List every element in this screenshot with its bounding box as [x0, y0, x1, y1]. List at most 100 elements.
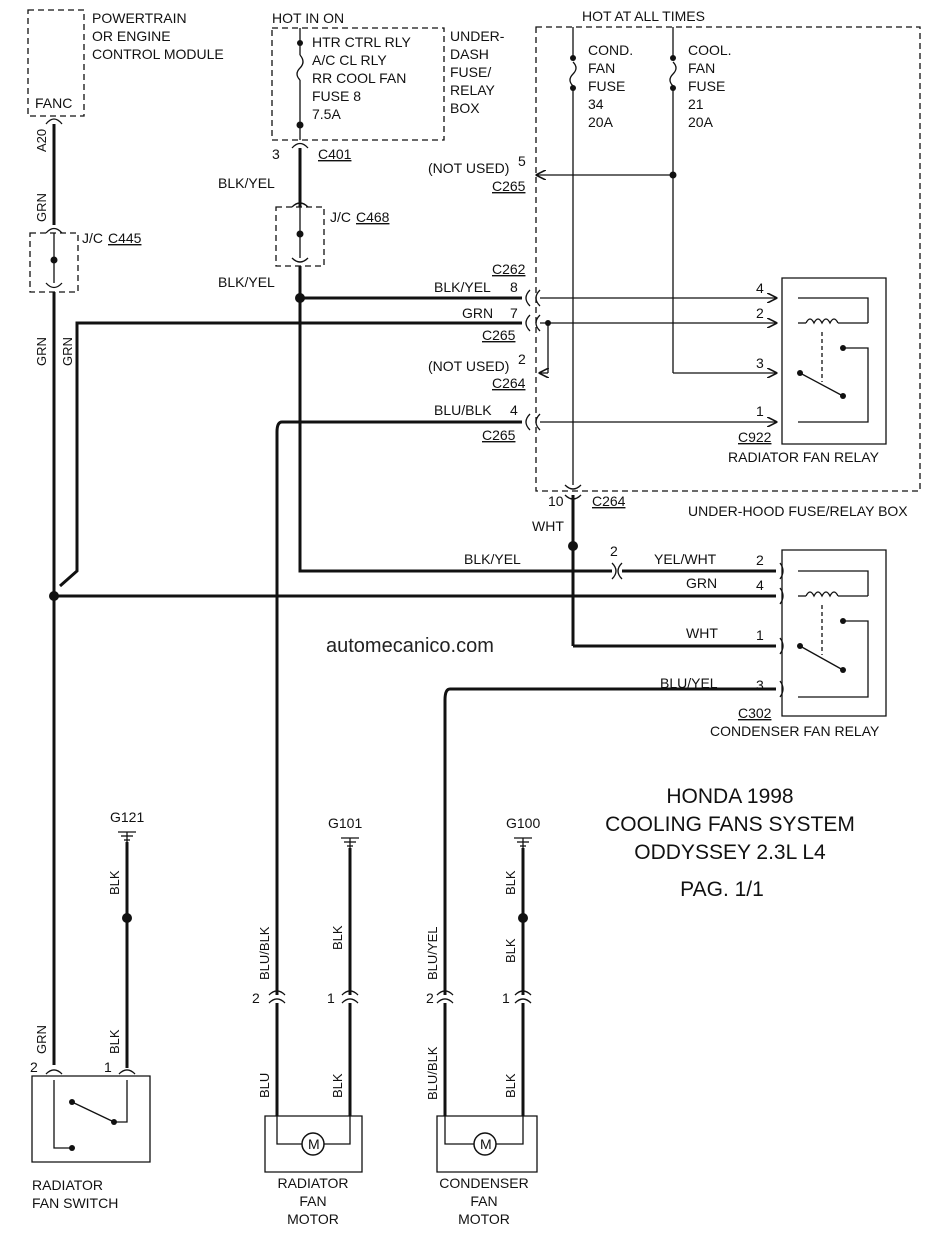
connector-c445: C445 — [108, 230, 142, 246]
junction-c468: J/C C468 — [275, 202, 390, 267]
underdash-label-3: FUSE/ — [450, 64, 491, 80]
wire-label-yelwht: YEL/WHT — [654, 551, 717, 567]
cond-relay-pin-2: 2 — [756, 552, 764, 568]
wire-label-bluyel-1: BLU/YEL — [660, 675, 718, 691]
cool-fuse-label-4: 21 — [688, 96, 704, 112]
pin-c264-2: 2 — [518, 351, 526, 367]
condenser-fan-relay: 2 4 1 3 C302 CONDENSER FAN RELAY — [710, 549, 887, 739]
rad-relay-pin-4: 4 — [756, 280, 764, 296]
pcm-module: POWERTRAIN OR ENGINE CONTROL MODULE FANC… — [27, 9, 224, 152]
hot-in-on-label: HOT IN ON — [272, 10, 344, 26]
cool-fuse-label-3: FUSE — [688, 78, 725, 94]
pin-c262-8: 8 — [510, 279, 518, 295]
pcm-label-3: CONTROL MODULE — [92, 46, 224, 62]
rad-motor-label-2: FAN — [299, 1193, 326, 1209]
not-used-label-1: (NOT USED) — [428, 160, 509, 176]
pcm-label-2: OR ENGINE — [92, 28, 171, 44]
not-used-label-2: (NOT USED) — [428, 358, 509, 374]
cond-motor-pin-1: 1 — [502, 990, 510, 1006]
wire-label-blublk-2: BLU/BLK — [257, 926, 272, 980]
cool-fuse-label-5: 20A — [688, 114, 714, 130]
wire-label-blublk-1: BLU/BLK — [434, 402, 492, 418]
hot-all-times-label: HOT AT ALL TIMES — [582, 8, 705, 24]
fuse8-label-4: FUSE 8 — [312, 88, 361, 104]
fuse8-label-5: 7.5A — [312, 106, 341, 122]
switch-pin-2: 2 — [30, 1059, 38, 1075]
pcm-fanc-label: FANC — [35, 95, 72, 111]
wire-blublk — [275, 420, 522, 995]
connector-c468: C468 — [356, 209, 390, 225]
cond-relay-pin-3: 3 — [756, 677, 764, 693]
wire-label-blkyel-4: BLK/YEL — [464, 551, 521, 567]
condenser-fan-motor: M CONDENSER FAN MOTOR — [436, 1115, 538, 1227]
wire-label-blublk-3: BLU/BLK — [425, 1046, 440, 1100]
fuse8-label-3: RR COOL FAN — [312, 70, 406, 86]
wire-label-grn-6: GRN — [34, 1025, 49, 1054]
wire-label-wht-1: WHT — [532, 518, 564, 534]
jc-label-c445: J/C — [82, 230, 103, 246]
cool-fuse-label-2: FAN — [688, 60, 715, 76]
pcm-label-1: POWERTRAIN — [92, 10, 187, 26]
pin-c401-3: 3 — [272, 146, 280, 162]
connector-c265-c: C265 — [482, 427, 516, 443]
connector-c265-b: C265 — [482, 327, 516, 343]
title-line-1: HONDA 1998 — [666, 785, 793, 808]
wire-label-grn-2: GRN — [34, 337, 49, 366]
wire-label-grn-1: GRN — [34, 193, 49, 222]
ground-g100: G100 — [506, 815, 540, 848]
wire-bluyel — [443, 687, 776, 995]
cond-fuse-label-2: FAN — [588, 60, 615, 76]
cond-relay-pin-1: 1 — [756, 627, 764, 643]
rad-motor-symbol: M — [308, 1136, 320, 1152]
wire-label-blkyel-1: BLK/YEL — [218, 175, 275, 191]
wire-label-blk-5: BLK — [503, 870, 518, 895]
wire-label-blk-6: BLK — [503, 938, 518, 963]
pin-c265-4: 4 — [510, 402, 518, 418]
wire-label-bluyel-2: BLU/YEL — [425, 927, 440, 980]
cond-fuse-label-1: COND. — [588, 42, 633, 58]
wire-label-grn-3: GRN — [60, 337, 75, 366]
connector-c401: C401 — [318, 146, 352, 162]
rad-relay-pin-3: 3 — [756, 355, 764, 371]
cond-motor-label-3: MOTOR — [458, 1211, 510, 1227]
wire-label-grn-4: GRN — [462, 305, 493, 321]
wire-label-blkyel-2: BLK/YEL — [218, 274, 275, 290]
pin-c265-5: 5 — [518, 153, 526, 169]
rad-relay-pin-2: 2 — [756, 305, 764, 321]
rad-switch-label-2: FAN SWITCH — [32, 1195, 118, 1211]
fuse8-label-1: HTR CTRL RLY — [312, 34, 411, 50]
underhood-label: UNDER-HOOD FUSE/RELAY BOX — [688, 503, 908, 519]
underdash-label-2: DASH — [450, 46, 489, 62]
title-page: PAG. 1/1 — [680, 878, 764, 901]
pin-c265-7: 7 — [510, 305, 518, 321]
pcm-pin-a20: A20 — [34, 129, 49, 152]
ground-g101-label: G101 — [328, 815, 362, 831]
ground-g121-label: G121 — [110, 809, 144, 825]
cond-motor-label-1: CONDENSER — [439, 1175, 528, 1191]
connector-c264-a: C264 — [492, 375, 526, 391]
cond-motor-symbol: M — [480, 1136, 492, 1152]
fuse8-label-2: A/C CL RLY — [312, 52, 387, 68]
title-line-2: COOLING FANS SYSTEM — [605, 813, 855, 836]
underhood-box: HOT AT ALL TIMES UNDER-HOOD FUSE/RELAY B… — [428, 8, 921, 519]
wire-label-blk-4: BLK — [330, 1073, 345, 1098]
ground-g101: G101 — [328, 815, 362, 848]
connector-c302: C302 — [738, 705, 772, 721]
underdash-label-1: UNDER- — [450, 28, 505, 44]
wire-label-blu: BLU — [257, 1073, 272, 1098]
watermark: automecanico.com — [326, 635, 494, 657]
cond-motor-label-2: FAN — [470, 1193, 497, 1209]
rad-motor-pin-1: 1 — [327, 990, 335, 1006]
wire-label-blk-7: BLK — [503, 1073, 518, 1098]
ground-g100-label: G100 — [506, 815, 540, 831]
wire-blkyel-condrelay — [298, 298, 612, 573]
switch-pin-1: 1 — [104, 1059, 112, 1075]
underdash-label-4: RELAY — [450, 82, 496, 98]
wire-label-wht-2: WHT — [686, 625, 718, 641]
pin-cond-2: 2 — [610, 543, 618, 559]
wire-label-grn-5: GRN — [686, 575, 717, 591]
condenser-relay-label: CONDENSER FAN RELAY — [710, 723, 880, 739]
radiator-fan-motor: M RADIATOR FAN MOTOR — [264, 1115, 363, 1227]
